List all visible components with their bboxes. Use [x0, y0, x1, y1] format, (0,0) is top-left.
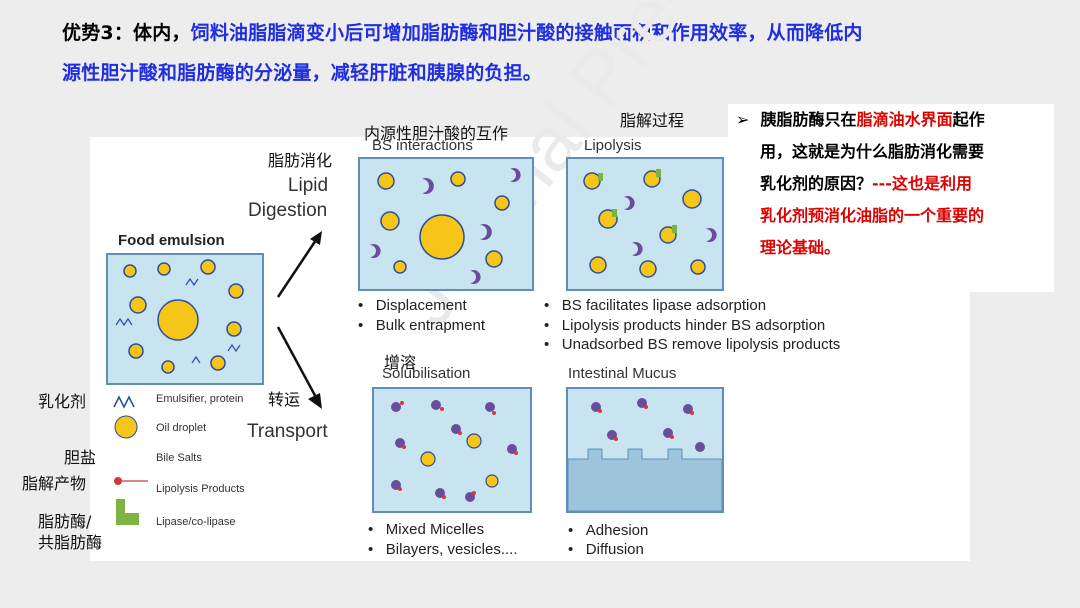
sol-bullet-2: • Bilayers, vesicles.... [368, 541, 518, 558]
slide-title-line-2: 源性胆汁酸和脂肪酶的分泌量，减轻肝脏和胰腺的负担。 [62, 62, 543, 84]
lipolysis-product-icon [114, 477, 122, 485]
food-emulsion-box [106, 253, 264, 385]
legend-icons [113, 395, 148, 525]
digestion-label: Digestion [248, 200, 328, 221]
legend-lipase-zh-2: 共脂肪酶 [38, 533, 103, 552]
note-line-1: ➢ 胰脂肪酶只在脂滴油水界面起作 [736, 110, 985, 129]
bile-salt-icon [116, 445, 128, 469]
lipid-digestion-zh: 脂肪消化 [268, 151, 333, 170]
legend-emulsifier: Emulsifier, protein [156, 393, 244, 405]
mucus-bullet-1: • Adhesion [568, 522, 649, 539]
oil-droplet-icon [114, 415, 138, 439]
lipolysis-box [566, 157, 724, 291]
food-emulsion-label: Food emulsion [118, 232, 225, 249]
bs-interactions-box [358, 157, 534, 291]
solubilisation-illustration [391, 400, 518, 502]
legend-bile: Bile Salts [156, 452, 202, 464]
solubilisation-box [372, 387, 532, 513]
title-prefix: 优势3：体内， [62, 22, 191, 44]
note-line-5: 理论基础。 [760, 238, 841, 257]
intestinal-mucus-box [566, 387, 724, 513]
bs-interactions-label: BS interactions [372, 137, 473, 154]
note-line-4: 乳化剂预消化油脂的一个重要的 [760, 206, 985, 225]
lipolysis-bullet-2: • Lipolysis products hinder BS adsorptio… [544, 317, 826, 334]
sol-bullet-1: • Mixed Micelles [368, 521, 485, 538]
bs-interactions-zh: 内源性胆汁酸的互作 [364, 124, 509, 143]
lipolysis-illustration [583, 169, 717, 278]
intestinal-mucus-illustration [567, 398, 723, 512]
legend-emulsifier-zh: 乳化剂 [38, 392, 87, 411]
legend-oil: Oil droplet [156, 422, 207, 434]
title-line1-blue: 饲料油脂脂滴变小后可增加脂肪酶和胆汁酸的接触面积和作用效率，从而降低内 [190, 22, 863, 44]
food-emulsion-illustration [115, 259, 244, 374]
legend-lipase-zh-1: 脂肪酶/ [38, 512, 92, 531]
slide-title-line-1: 优势3：体内，饲料油脂脂滴变小后可增加脂肪酶和胆汁酸的接触面积和作用效率，从而降… [62, 18, 863, 45]
branch-arrows [276, 231, 322, 409]
legend-lipo: Lipolysis Products [156, 483, 245, 495]
bs-bullet-2: • Bulk entrapment [358, 317, 486, 334]
note-box: ➢ 胰脂肪酶只在脂滴油水界面起作 用，这就是为什么脂肪消化需要 乳化剂的原因？-… [728, 104, 1054, 292]
legend-lipase: Lipase/co-lipase [156, 516, 236, 528]
note-line-3: 乳化剂的原因？---这也是利用 [760, 174, 972, 193]
mucus-bullet-2: • Diffusion [568, 541, 644, 558]
lipase-icon [116, 499, 125, 525]
transport-label: Transport [247, 421, 328, 442]
lipolysis-zh: 脂解过程 [620, 111, 685, 130]
lipolysis-bullet-1: • BS facilitates lipase adsorption [544, 297, 767, 314]
bs-interactions-illustration [370, 168, 521, 284]
lipid-label: Lipid [287, 175, 329, 196]
intestinal-mucus-label: Intestinal Mucus [568, 365, 677, 382]
bs-bullet-1: • Displacement [358, 297, 467, 314]
solubilisation-label: Solubilisation [382, 365, 471, 382]
lipolysis-bullet-3: • Unadsorbed BS remove lipolysis product… [544, 336, 841, 353]
lipolysis-label: Lipolysis [584, 137, 642, 154]
solubilisation-zh: 增溶 [384, 353, 417, 372]
note-line-2: 用，这就是为什么脂肪消化需要 [760, 142, 985, 161]
legend-bile-zh: 胆盐 [64, 448, 97, 467]
legend-lipo-zh: 脂解产物 [22, 474, 87, 493]
emulsifier-icon [113, 395, 135, 409]
transport-zh: 转运 [268, 390, 301, 409]
